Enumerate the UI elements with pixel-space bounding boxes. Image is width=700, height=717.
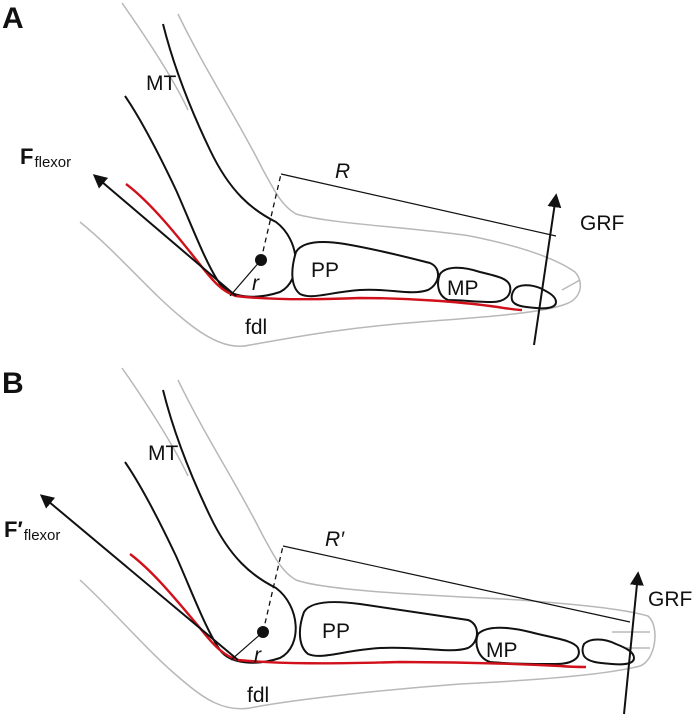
- panel-b-radius-label: r: [254, 644, 262, 667]
- panel-a-mt-label: MT: [146, 72, 176, 95]
- panel-b-pp-label: PP: [322, 620, 350, 643]
- panel-a-grf-label: GRF: [580, 212, 624, 235]
- panel-b-grf-arrow: [623, 571, 644, 715]
- panel-a-flexor-force-arrow: [92, 174, 237, 297]
- panel-a-mp-label: MP: [447, 277, 479, 300]
- panel-b-middle-phalanx: [475, 626, 580, 666]
- panel-a-radius-label: r: [252, 272, 260, 295]
- panel-a-fdl-label: fdl: [245, 316, 267, 339]
- panel-a-radius-line: [229, 259, 262, 297]
- panel-a-force-subscript: flexor: [34, 154, 71, 171]
- panel-b-force-subscript: flexor: [24, 527, 61, 544]
- panel-a-proximal-phalanx: [291, 241, 439, 298]
- panel-a-moment-arm-line: [280, 173, 557, 237]
- panel-a-grf-arrow: [533, 193, 562, 346]
- panel-a-letter: A: [2, 2, 24, 35]
- panel-b-fdl-label: fdl: [247, 684, 269, 707]
- panel-b-mp-label: MP: [486, 639, 518, 662]
- panel-a-skin-outline: [79, 2, 582, 347]
- panel-b-letter: B: [2, 367, 24, 400]
- panel-a-force-label: Fflexor: [20, 144, 71, 171]
- panel-a-distal-phalanx: [510, 284, 558, 310]
- panel-b-flexor-force-arrow: [39, 494, 239, 661]
- panel-b-force-symbol: F′: [4, 517, 23, 542]
- panel-a-pp-label: PP: [311, 259, 339, 282]
- panel-b-flexor-tendon: [129, 553, 587, 669]
- panel-b-proximal-phalanx: [298, 601, 478, 657]
- panel-b-grf-label: GRF: [648, 588, 692, 611]
- panel-a-metatarsal-bone: [124, 23, 297, 298]
- panel-a: A MT PP MP fdl r R G: [2, 2, 624, 347]
- panel-b-distal-phalanx: [581, 638, 636, 666]
- panel-a-moment-arm-dashed: [260, 173, 282, 261]
- panel-a-flexor-tendon: [125, 183, 523, 312]
- panel-a-force-symbol: F: [20, 144, 33, 169]
- panel-b-radius-line: [230, 631, 264, 661]
- panel-a-moment-arm-label: R: [335, 160, 350, 183]
- panel-a-middle-phalanx: [437, 266, 512, 304]
- panel-b-mt-label: MT: [148, 442, 178, 465]
- panel-b-force-label: F′flexor: [4, 517, 60, 544]
- panel-b: B MT PP MP fdl r: [2, 367, 692, 715]
- panel-b-moment-arm-dashed: [262, 545, 284, 633]
- panel-b-moment-arm-label: R′: [325, 528, 345, 551]
- panel-b-metatarsal-bone: [124, 389, 297, 664]
- panel-b-moment-arm-line: [282, 545, 631, 623]
